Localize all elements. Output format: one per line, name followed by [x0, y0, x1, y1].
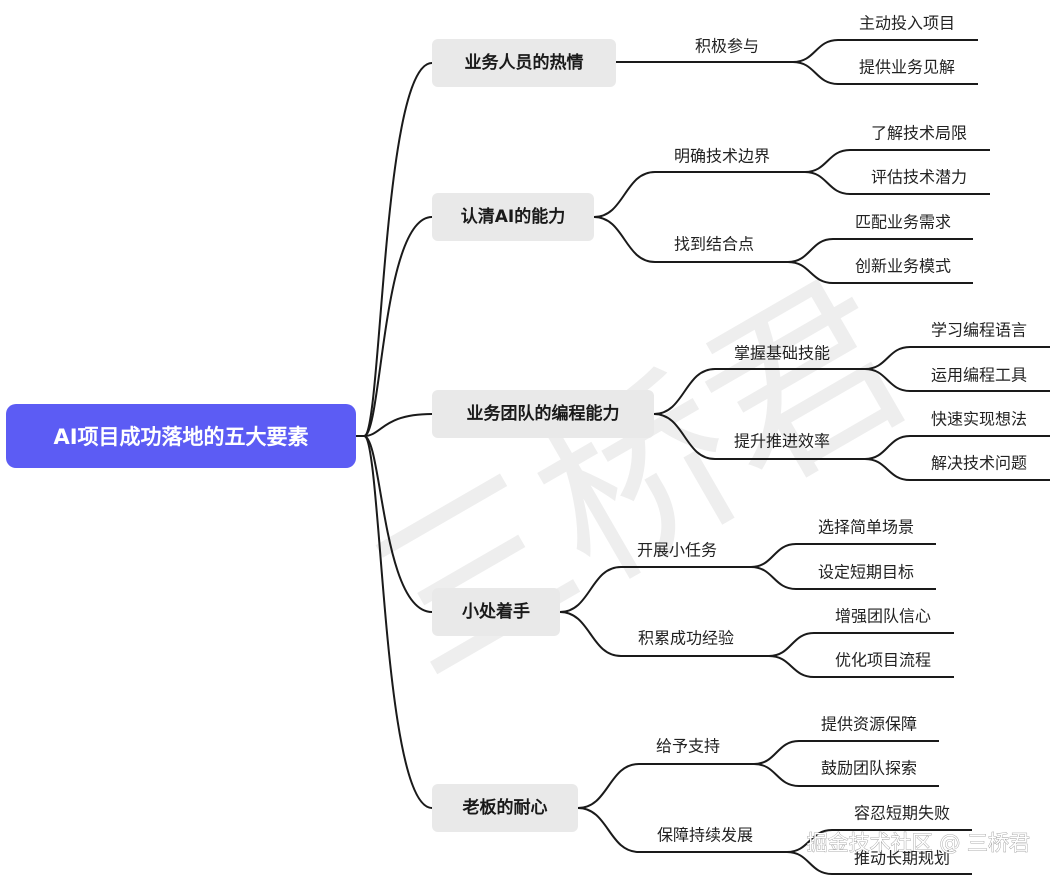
connector-2-2-2	[787, 261, 973, 284]
leaf-3-2-2[interactable]: 解决技术问题	[931, 454, 1027, 473]
branch-node-4-label: 小处着手	[462, 601, 530, 622]
connector-4-2-2	[768, 655, 954, 678]
connector-2-1	[593, 171, 805, 218]
sub-topic-1-1[interactable]: 积极参与	[695, 37, 759, 56]
branch-node-5-label: 老板的耐心	[462, 797, 548, 818]
leaf-3-1-1[interactable]: 学习编程语言	[931, 321, 1027, 340]
leaf-4-1-2[interactable]: 设定短期目标	[818, 563, 914, 582]
leaf-5-1-2[interactable]: 鼓励团队探索	[821, 759, 917, 778]
connector-4-1-2	[750, 566, 936, 590]
sub-topic-2-1[interactable]: 明确技术边界	[674, 147, 770, 166]
sub-topic-4-2[interactable]: 积累成功经验	[638, 629, 734, 648]
leaf-2-1-2[interactable]: 评估技术潜力	[871, 168, 967, 187]
branch-node-4-box	[432, 588, 560, 636]
connector-lines	[356, 39, 1050, 875]
connector-5-1	[577, 763, 754, 809]
branch-node-5-box	[432, 784, 578, 832]
leaf-4-1-1[interactable]: 选择简单场景	[818, 518, 914, 537]
branch-node-2[interactable]: 认清AI的能力	[432, 193, 594, 241]
connector-2-2-1	[787, 238, 973, 263]
leaf-4-2-2[interactable]: 优化项目流程	[835, 651, 931, 670]
leaf-1-1-2[interactable]: 提供业务见解	[859, 58, 955, 77]
leaf-3-1-2[interactable]: 运用编程工具	[931, 366, 1027, 385]
connector-2-1-1	[804, 149, 990, 173]
root-node-box	[6, 404, 356, 468]
connector-2-2	[593, 216, 788, 263]
leaf-2-1-1[interactable]: 了解技术局限	[871, 124, 967, 143]
connector-4-2-1	[768, 632, 954, 657]
connector-5-1-2	[753, 763, 939, 787]
branch-node-1-label: 业务人员的热情	[465, 52, 584, 73]
connector-4-1-1	[750, 543, 936, 568]
branch-node-2-label: 认清AI的能力	[461, 206, 565, 227]
connector-3-2-2	[864, 458, 1050, 481]
root-connector-4	[356, 435, 433, 613]
connector-2-1-2	[804, 171, 990, 195]
branch-node-2-box	[432, 193, 594, 241]
connector-4-2	[559, 611, 769, 657]
leaf-1-1-1[interactable]: 主动投入项目	[859, 14, 955, 33]
root-connector-2	[356, 216, 433, 437]
root-connector-1	[356, 62, 433, 437]
connector-4-1	[559, 566, 751, 613]
connector-5-2-2	[786, 851, 972, 875]
connector-5-2-1	[786, 829, 972, 853]
branch-node-3-label: 业务团队的编程能力	[467, 403, 620, 424]
connector-3-1	[653, 368, 865, 415]
root-connector-5	[356, 435, 433, 809]
leaf-5-2-2[interactable]: 推动长期规划	[854, 849, 950, 868]
branch-node-4[interactable]: 小处着手	[432, 588, 560, 636]
sub-topic-2-2[interactable]: 找到结合点	[674, 235, 754, 254]
branch-node-1[interactable]: 业务人员的热情	[432, 39, 616, 87]
connector-5-1-1	[753, 740, 939, 765]
sub-topic-5-1[interactable]: 给予支持	[656, 737, 720, 756]
leaf-5-2-1[interactable]: 容忍短期失败	[854, 804, 950, 823]
leaf-2-2-1[interactable]: 匹配业务需求	[855, 213, 951, 232]
connector-1-1-1	[792, 39, 978, 63]
branch-node-3-box	[432, 390, 654, 438]
connector-3-2	[653, 413, 865, 460]
sub-topic-5-2[interactable]: 保障持续发展	[657, 826, 753, 845]
sub-topic-3-1[interactable]: 掌握基础技能	[734, 344, 830, 363]
branch-node-1-box	[432, 39, 616, 87]
branch-node-3[interactable]: 业务团队的编程能力	[432, 390, 654, 438]
leaf-2-2-2[interactable]: 创新业务模式	[855, 257, 951, 276]
connector-3-1-1	[864, 346, 1050, 370]
sub-topic-3-2[interactable]: 提升推进效率	[734, 432, 830, 451]
root-node[interactable]: AI项目成功落地的五大要素	[6, 404, 356, 468]
leaf-5-1-1[interactable]: 提供资源保障	[821, 715, 917, 734]
connector-3-1-2	[864, 368, 1050, 392]
credit-watermark: 掘金技术社区 @ 三桥君	[807, 831, 1030, 855]
connector-5-2	[577, 807, 787, 853]
leaf-4-2-1[interactable]: 增强团队信心	[835, 607, 931, 626]
connector-3-2-1	[864, 435, 1050, 460]
connector-1-1-2	[792, 61, 978, 85]
branch-node-5[interactable]: 老板的耐心	[432, 784, 578, 832]
sub-topic-4-1[interactable]: 开展小任务	[637, 541, 717, 560]
leaf-3-2-1[interactable]: 快速实现想法	[931, 410, 1027, 429]
root-node-label: AI项目成功落地的五大要素	[53, 425, 308, 449]
